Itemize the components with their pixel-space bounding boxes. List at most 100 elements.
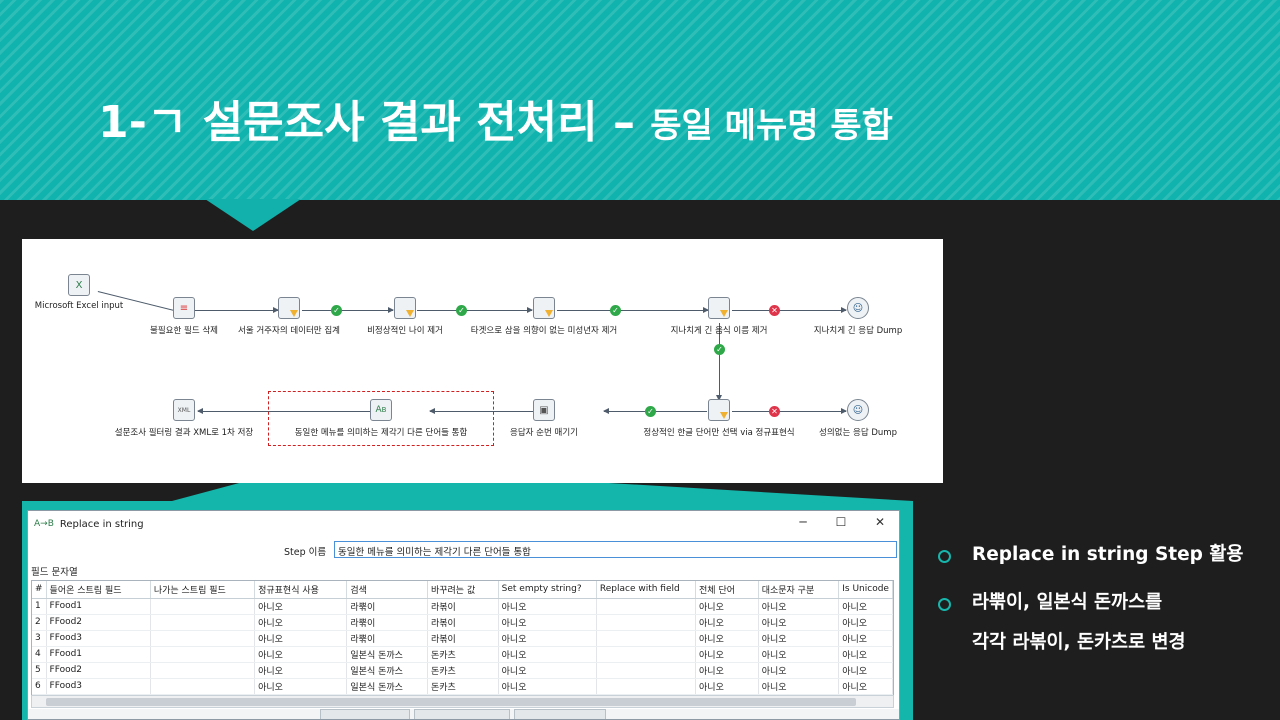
table-cell[interactable]: 아니오: [838, 630, 893, 647]
table-cell[interactable]: 아니오: [498, 662, 597, 679]
column-header[interactable]: 검색: [346, 581, 428, 599]
column-header[interactable]: Set empty string?: [498, 581, 597, 599]
dialog-button[interactable]: [320, 709, 410, 719]
step-seoul-filter[interactable]: 서울 거주자의 데이터만 집계: [204, 297, 374, 336]
step-long-dump[interactable]: ☺ 지나치게 긴 응답 Dump: [773, 297, 943, 336]
table-cell[interactable]: 돈카츠: [427, 646, 499, 663]
column-header[interactable]: Is Unicode: [838, 581, 893, 599]
table-cell[interactable]: FFood1: [46, 646, 151, 663]
column-header[interactable]: 들어온 스트림 필드: [46, 581, 151, 599]
table-cell[interactable]: 아니오: [838, 598, 893, 615]
table-cell[interactable]: FFood2: [46, 614, 151, 631]
table-cell[interactable]: 아니오: [758, 662, 840, 679]
table-cell[interactable]: 라볶이: [427, 630, 499, 647]
table-cell[interactable]: 아니오: [838, 678, 893, 695]
table-cell[interactable]: [150, 678, 256, 695]
table-cell[interactable]: [596, 662, 697, 679]
scrollbar-thumb[interactable]: [46, 698, 856, 706]
table-cell[interactable]: 돈카츠: [427, 662, 499, 679]
table-cell[interactable]: 아니오: [498, 598, 597, 615]
table-cell[interactable]: 일본식 돈까스: [346, 678, 428, 695]
step-sequence[interactable]: ▣ 응답자 순번 매기기: [459, 399, 629, 438]
table-cell[interactable]: 아니오: [758, 614, 840, 631]
table-cell[interactable]: FFood3: [46, 678, 151, 695]
table-cell[interactable]: 일본식 돈까스: [346, 646, 428, 663]
dialog-title: Replace in string: [59, 518, 144, 530]
dialog-button[interactable]: [514, 709, 606, 719]
step-xml-output[interactable]: XML 설문조사 필터링 결과 XML로 1차 저장: [99, 399, 269, 438]
minimize-button[interactable]: ─: [799, 515, 807, 529]
table-cell[interactable]: [596, 646, 697, 663]
table-cell[interactable]: [150, 662, 256, 679]
column-header[interactable]: 정규표현식 사용: [254, 581, 348, 599]
step-minor-filter[interactable]: 타겟으로 삼을 의향이 없는 미성년자 제거: [459, 297, 629, 336]
step-regex-filter[interactable]: 정상적인 한글 단어만 선택 via 정규표현식: [634, 399, 804, 438]
table-cell[interactable]: 아니오: [838, 614, 893, 631]
table-cell[interactable]: [150, 614, 256, 631]
table-cell[interactable]: FFood3: [46, 630, 151, 647]
table-cell[interactable]: 아니오: [498, 630, 597, 647]
table-cell[interactable]: FFood2: [46, 662, 151, 679]
table-cell[interactable]: 아니오: [758, 598, 840, 615]
column-header[interactable]: Replace with field: [596, 581, 697, 599]
step-remove-fields[interactable]: ≡ 불필요한 필드 삭제: [99, 297, 269, 336]
table-cell[interactable]: 라볶이: [427, 598, 499, 615]
table-cell[interactable]: FFood1: [46, 598, 151, 615]
dialog-button[interactable]: [414, 709, 510, 719]
table-cell[interactable]: 아니오: [758, 678, 840, 695]
table-cell[interactable]: 아니오: [254, 662, 348, 679]
close-button[interactable]: ✕: [874, 515, 886, 529]
column-header[interactable]: 나가는 스트림 필드: [150, 581, 256, 599]
table-cell[interactable]: [150, 598, 256, 615]
table-cell[interactable]: 아니오: [695, 662, 759, 679]
step-age-filter[interactable]: 비정상적인 나이 제거: [320, 297, 490, 336]
table-cell[interactable]: [596, 678, 697, 695]
table-cell[interactable]: 아니오: [254, 598, 348, 615]
table-cell[interactable]: 아니오: [695, 598, 759, 615]
table-cell[interactable]: 라뿎이: [346, 614, 428, 631]
step-excel-input[interactable]: X Microsoft Excel input: [0, 274, 164, 311]
table-cell[interactable]: [150, 646, 256, 663]
table-cell[interactable]: 라뿎이: [346, 598, 428, 615]
table-cell[interactable]: 아니오: [498, 646, 597, 663]
table-cell[interactable]: 아니오: [838, 646, 893, 663]
table-cell[interactable]: 아니오: [254, 678, 348, 695]
maximize-button[interactable]: ☐: [835, 515, 847, 529]
step-bad-dump[interactable]: ☺ 성의없는 응답 Dump: [773, 399, 943, 438]
table-cell[interactable]: 아니오: [838, 662, 893, 679]
table-cell[interactable]: 아니오: [695, 646, 759, 663]
table-cell[interactable]: [596, 630, 697, 647]
table-cell[interactable]: 아니오: [254, 614, 348, 631]
column-header[interactable]: 바꾸려는 값: [427, 581, 499, 599]
dialog-titlebar[interactable]: A→B Replace in string: [28, 511, 899, 537]
column-header[interactable]: #: [32, 581, 47, 599]
table-cell[interactable]: 아니오: [254, 646, 348, 663]
table-cell[interactable]: 아니오: [758, 630, 840, 647]
column-header[interactable]: 대소문자 구분: [758, 581, 840, 599]
table-cell[interactable]: 일본식 돈까스: [346, 662, 428, 679]
column-header[interactable]: 전체 단어: [695, 581, 759, 599]
table-cell[interactable]: [596, 598, 697, 615]
table-cell[interactable]: 아니오: [695, 614, 759, 631]
table-cell[interactable]: 아니오: [254, 630, 348, 647]
table-cell[interactable]: 라볶이: [427, 614, 499, 631]
table-cell[interactable]: 아니오: [695, 630, 759, 647]
table-cell[interactable]: 아니오: [695, 678, 759, 695]
table-cell[interactable]: 아니오: [758, 646, 840, 663]
table-cell[interactable]: 아니오: [498, 678, 597, 695]
table-cell[interactable]: 라뿎이: [346, 630, 428, 647]
horizontal-scrollbar[interactable]: [31, 695, 894, 708]
step-long-name-filter[interactable]: 지나치게 긴 음식 이름 제거: [634, 297, 804, 336]
table-cell[interactable]: 돈카츠: [427, 678, 499, 695]
step-name-input[interactable]: 동일한 메뉴를 의미하는 제각기 다른 단어들 통합: [334, 541, 897, 558]
table-cell[interactable]: [596, 614, 697, 631]
table-cell[interactable]: [150, 630, 256, 647]
table-cell[interactable]: 아니오: [498, 614, 597, 631]
